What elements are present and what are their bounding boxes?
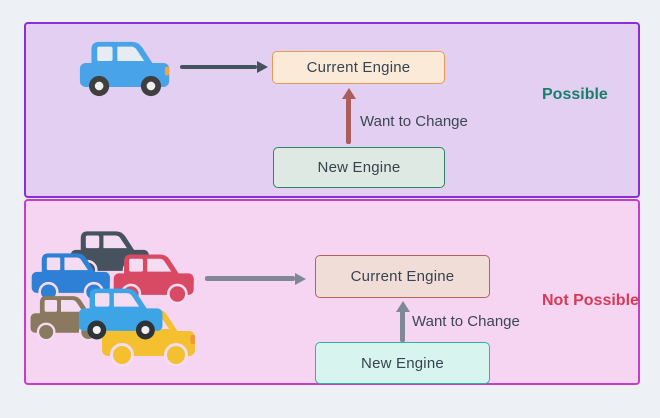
current-engine-label: Current Engine (350, 268, 455, 285)
possible-panel: Current Engine Want to Change New Engine… (24, 22, 640, 198)
light-blue-car-icon (77, 285, 167, 341)
flow-arrow (205, 276, 295, 281)
blue-suv-car-icon (78, 38, 174, 98)
want-to-change-arrow (346, 98, 351, 144)
current-engine-box: Current Engine (315, 255, 490, 298)
current-engine-box: Current Engine (272, 51, 445, 84)
status-badge: Not Possible (542, 292, 639, 309)
new-engine-label: New Engine (317, 159, 401, 176)
not-possible-panel: Current Engine Want to Change New Engine… (24, 199, 640, 385)
want-to-change-label: Want to Change (360, 113, 468, 130)
new-engine-box: New Engine (273, 147, 445, 188)
current-engine-label: Current Engine (306, 59, 411, 76)
new-engine-box: New Engine (315, 342, 490, 384)
status-badge: Possible (542, 86, 608, 103)
want-to-change-arrow (400, 311, 405, 342)
want-to-change-label: Want to Change (412, 313, 520, 330)
new-engine-label: New Engine (361, 354, 444, 372)
flow-arrow (180, 65, 257, 69)
